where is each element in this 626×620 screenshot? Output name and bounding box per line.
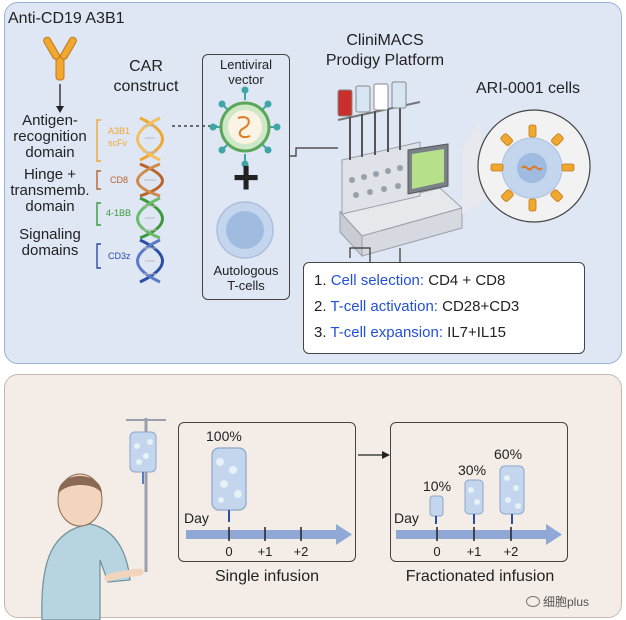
- vector-tcell-box: [202, 54, 290, 300]
- car-title-line2: construct: [113, 78, 179, 95]
- prodigy-machine-icon: [337, 81, 464, 258]
- single-tick-1: +1: [257, 544, 273, 559]
- timeline-single: [186, 524, 352, 545]
- infusion-bag-10-icon: [429, 495, 444, 524]
- step-cell-selection: 1. Cell selection: CD4 + CD8: [314, 272, 506, 289]
- car-title-line1: CAR: [129, 58, 163, 75]
- lenti-label-line1: Lentiviral: [219, 57, 273, 72]
- single-day-label: Day: [184, 510, 209, 526]
- lenti-label-line2: vector: [228, 72, 264, 87]
- infusion-bag-60-icon: [499, 465, 525, 524]
- single-percent: 100%: [206, 428, 242, 444]
- wechat-icon: [526, 596, 540, 607]
- plus-sign: +: [232, 151, 260, 203]
- infusion-bag-icon: [211, 447, 247, 522]
- single-tick-2: +2: [293, 544, 309, 559]
- fraction-percent-10: 10%: [423, 478, 452, 494]
- fraction-day-label: Day: [394, 510, 419, 526]
- fraction-tick-0: 0: [433, 544, 441, 559]
- car-t-cell-icon: [477, 109, 591, 223]
- antibody-icon: [43, 36, 77, 81]
- cells-title: ARI-0001 cells: [476, 80, 581, 97]
- patient-iv-icon: [41, 418, 166, 620]
- fraction-percent-60: 60%: [494, 446, 523, 462]
- fractionated-infusion-box: [390, 422, 568, 562]
- segment-cd8: CD8: [110, 175, 129, 185]
- fractionated-infusion-caption: Fractionated infusion: [405, 568, 555, 585]
- single-infusion-caption: Single infusion: [214, 568, 320, 585]
- fraction-percent-30: 30%: [458, 462, 487, 478]
- process-steps-box: [303, 262, 585, 354]
- infusion-bag-30-icon: [464, 479, 484, 524]
- segment-cd3z: CD3z: [108, 251, 131, 261]
- single-tick-0: 0: [225, 544, 233, 559]
- t-cell-icon: [216, 201, 274, 259]
- segment-4-1bb: 4-1BB: [106, 208, 132, 218]
- step-t-cell-activation: 2. T-cell activation: CD28+CD3: [314, 298, 520, 315]
- platform-title-line2: Prodigy Platform: [325, 52, 445, 69]
- timeline-fractionated: [396, 524, 562, 545]
- watermark: 细胞plus: [526, 595, 589, 610]
- step-t-cell-expansion: 3. T-cell expansion: IL7+IL15: [314, 324, 506, 341]
- dna-helix-icon: [136, 116, 164, 284]
- platform-title-line1: CliniMACS: [346, 32, 424, 49]
- antibody-title: Anti-CD19 A3B1: [8, 10, 125, 27]
- fraction-tick-2: +2: [503, 544, 519, 559]
- single-infusion-box: [178, 422, 356, 562]
- lentivirus-icon: [209, 86, 281, 168]
- autologous-label-line2: T-cells: [227, 278, 265, 293]
- fraction-tick-1: +1: [466, 544, 482, 559]
- autologous-label-line1: Autologous: [213, 263, 279, 278]
